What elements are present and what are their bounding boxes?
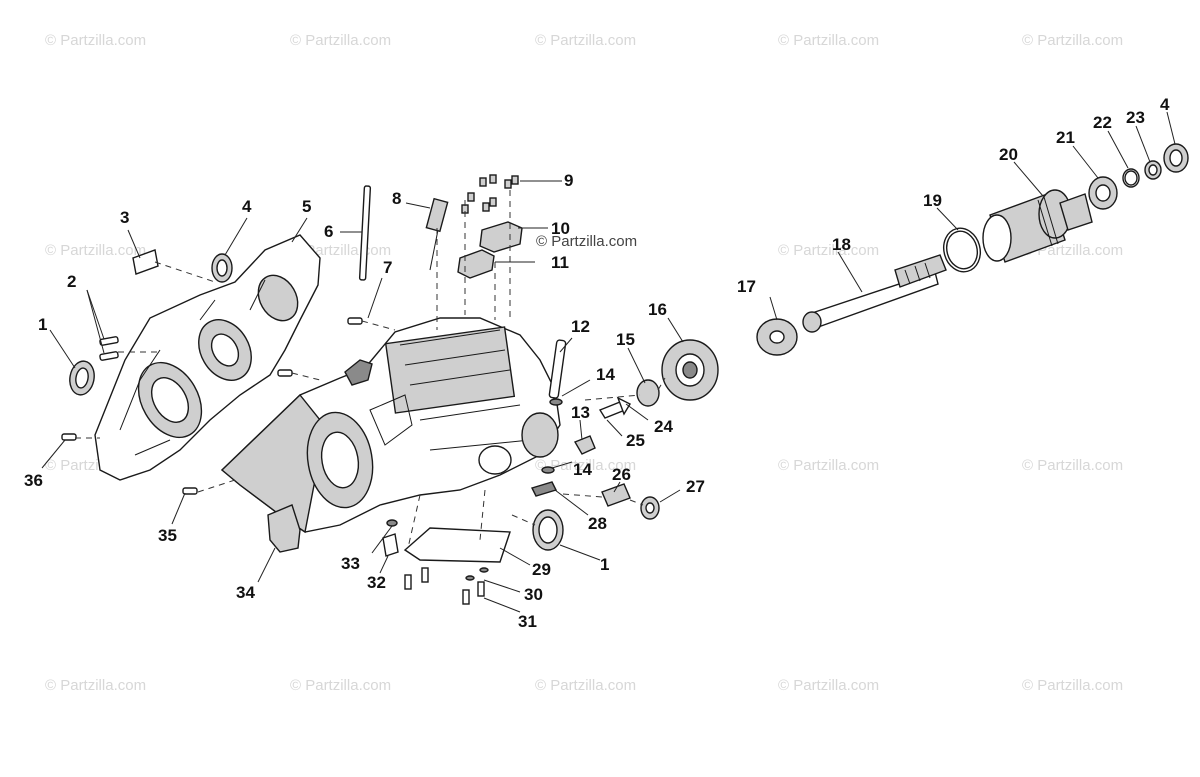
cover-plate <box>94 234 321 481</box>
callout-5[interactable]: 5 <box>302 197 311 216</box>
watermark: © Partzilla.com <box>535 32 636 49</box>
callout-2[interactable]: 2 <box>67 272 76 291</box>
callout-32[interactable]: 32 <box>367 573 386 592</box>
leader-lines <box>41 111 1176 613</box>
watermark: © Partzilla.com <box>45 677 146 694</box>
watermark: © Partzilla.com <box>535 457 636 474</box>
watermark: © Partzilla.com <box>778 457 879 474</box>
callout-3[interactable]: 3 <box>120 208 129 227</box>
watermark: © Partzilla.com <box>1022 32 1123 49</box>
watermark: © Partzilla.com <box>290 677 391 694</box>
callout-25[interactable]: 25 <box>626 431 645 450</box>
callout-22[interactable]: 22 <box>1093 113 1112 132</box>
callout-15[interactable]: 15 <box>616 330 635 349</box>
watermark: © Partzilla.com <box>778 677 879 694</box>
callout-33[interactable]: 33 <box>341 554 360 573</box>
callout-14[interactable]: 14 <box>596 365 615 384</box>
callout-4-right[interactable]: 4 <box>1160 95 1170 114</box>
callout-11[interactable]: 11 <box>551 253 569 272</box>
callout-labels: 1 2 3 4 5 6 7 8 9 10 11 12 13 14 14 15 1… <box>24 95 1170 631</box>
callout-36[interactable]: 36 <box>24 471 43 490</box>
callout-28[interactable]: 28 <box>588 514 607 533</box>
callout-1-lower[interactable]: 1 <box>600 555 609 574</box>
callout-30[interactable]: 30 <box>524 585 543 604</box>
watermark: © Partzilla.com <box>45 242 146 259</box>
small-parts <box>61 174 719 605</box>
callout-1[interactable]: 1 <box>38 315 47 334</box>
callout-27[interactable]: 27 <box>686 477 705 496</box>
callout-10[interactable]: 10 <box>551 219 570 238</box>
callout-21[interactable]: 21 <box>1056 128 1075 147</box>
watermark: © Partzilla.com <box>535 677 636 694</box>
callout-18[interactable]: 18 <box>832 235 851 254</box>
callout-29[interactable]: 29 <box>532 560 551 579</box>
callout-6[interactable]: 6 <box>324 222 333 241</box>
callout-13[interactable]: 13 <box>571 403 590 422</box>
watermark: © Partzilla.com <box>45 32 146 49</box>
callout-8[interactable]: 8 <box>392 189 401 208</box>
callout-24[interactable]: 24 <box>654 417 673 436</box>
watermark-overlay: © Partzilla.com <box>536 233 637 250</box>
transmission-case <box>220 317 561 534</box>
callout-35[interactable]: 35 <box>158 526 177 545</box>
callout-4[interactable]: 4 <box>242 197 252 216</box>
callout-7[interactable]: 7 <box>383 258 392 277</box>
callout-26[interactable]: 26 <box>612 465 631 484</box>
shaft-assembly <box>756 143 1189 356</box>
callout-19[interactable]: 19 <box>923 191 942 210</box>
assembly-lines <box>75 190 666 549</box>
callout-12[interactable]: 12 <box>571 317 590 336</box>
watermark: © Partzilla.com <box>1022 677 1123 694</box>
support-bracket <box>267 504 301 553</box>
callout-20[interactable]: 20 <box>999 145 1018 164</box>
callout-31[interactable]: 31 <box>518 612 537 631</box>
callout-23[interactable]: 23 <box>1126 108 1145 127</box>
callout-16[interactable]: 16 <box>648 300 667 319</box>
callout-14-lower[interactable]: 14 <box>573 460 592 479</box>
watermark: © Partzilla.com <box>778 32 879 49</box>
callout-9[interactable]: 9 <box>564 171 573 190</box>
callout-17[interactable]: 17 <box>737 277 756 296</box>
callout-34[interactable]: 34 <box>236 583 255 602</box>
watermark: © Partzilla.com <box>1022 457 1123 474</box>
watermark: © Partzilla.com <box>290 32 391 49</box>
watermark: © Partzilla.com <box>778 242 879 259</box>
